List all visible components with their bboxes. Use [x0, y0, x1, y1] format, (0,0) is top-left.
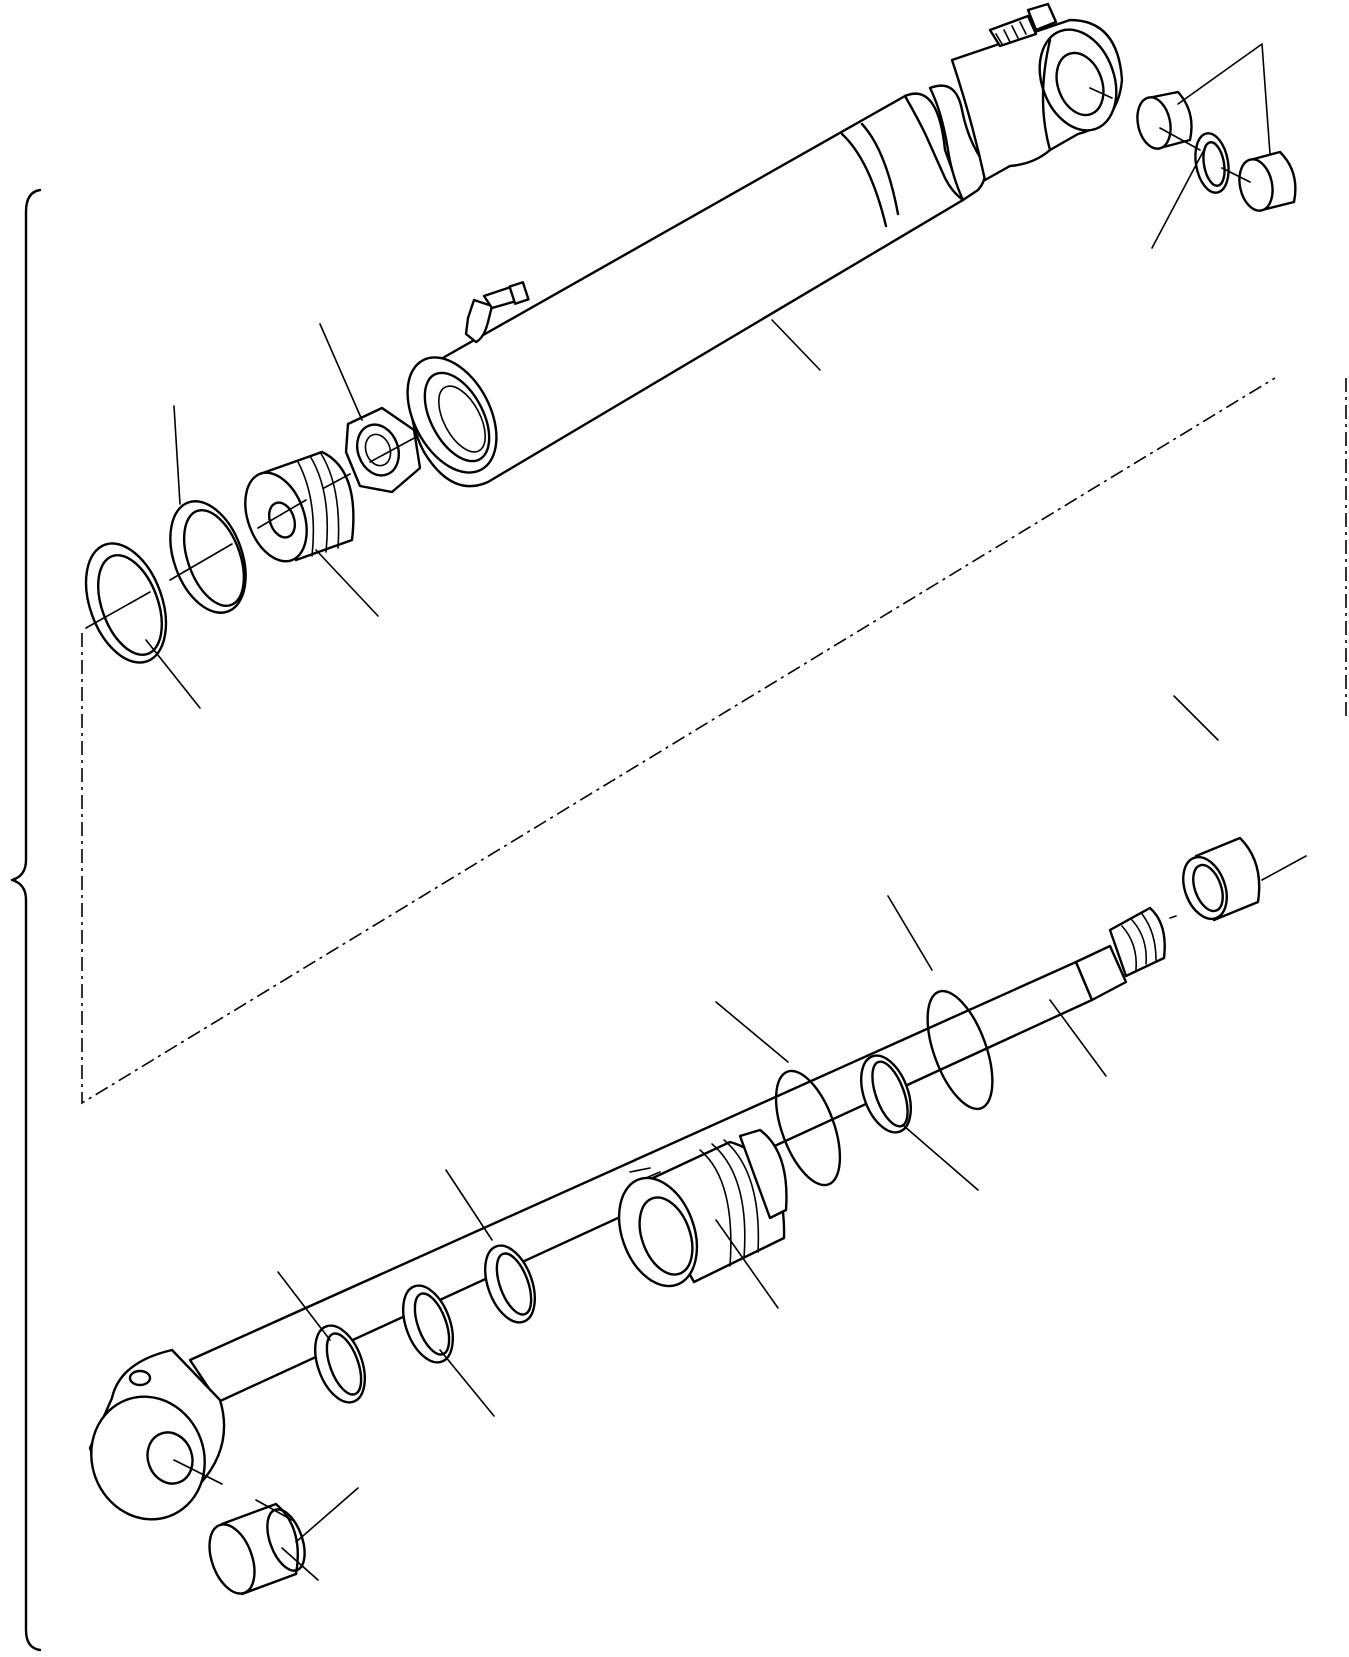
cylinder-tube — [406, 84, 987, 488]
tube-end-bushing-outer — [1238, 150, 1297, 212]
head-seal-ring — [774, 1069, 842, 1187]
piston — [244, 450, 355, 563]
cylinder-head — [617, 1128, 788, 1288]
lower-axis-line — [173, 855, 1307, 1521]
alignment-dashline — [81, 377, 1347, 1105]
leader-lines — [145, 43, 1271, 1581]
piston-wear-ring — [169, 500, 247, 614]
upper-right-axis-line — [1089, 87, 1251, 183]
head-o-ring — [926, 989, 994, 1111]
tube-clevis-end — [950, 2, 1124, 182]
rod-end-bushing — [208, 1502, 306, 1596]
assembly-brace — [10, 188, 42, 1652]
head-backup-ring — [860, 1054, 912, 1134]
piston-seal-ring — [84, 542, 168, 664]
rod-seal-1 — [314, 1324, 366, 1404]
rod-tip-bushing — [1182, 836, 1261, 922]
grease-fitting — [464, 281, 530, 344]
piston-nut — [344, 406, 422, 494]
rod-seal-3 — [484, 1244, 536, 1324]
upper-axis-line — [85, 435, 419, 629]
tube-end-bushing — [1136, 90, 1193, 150]
